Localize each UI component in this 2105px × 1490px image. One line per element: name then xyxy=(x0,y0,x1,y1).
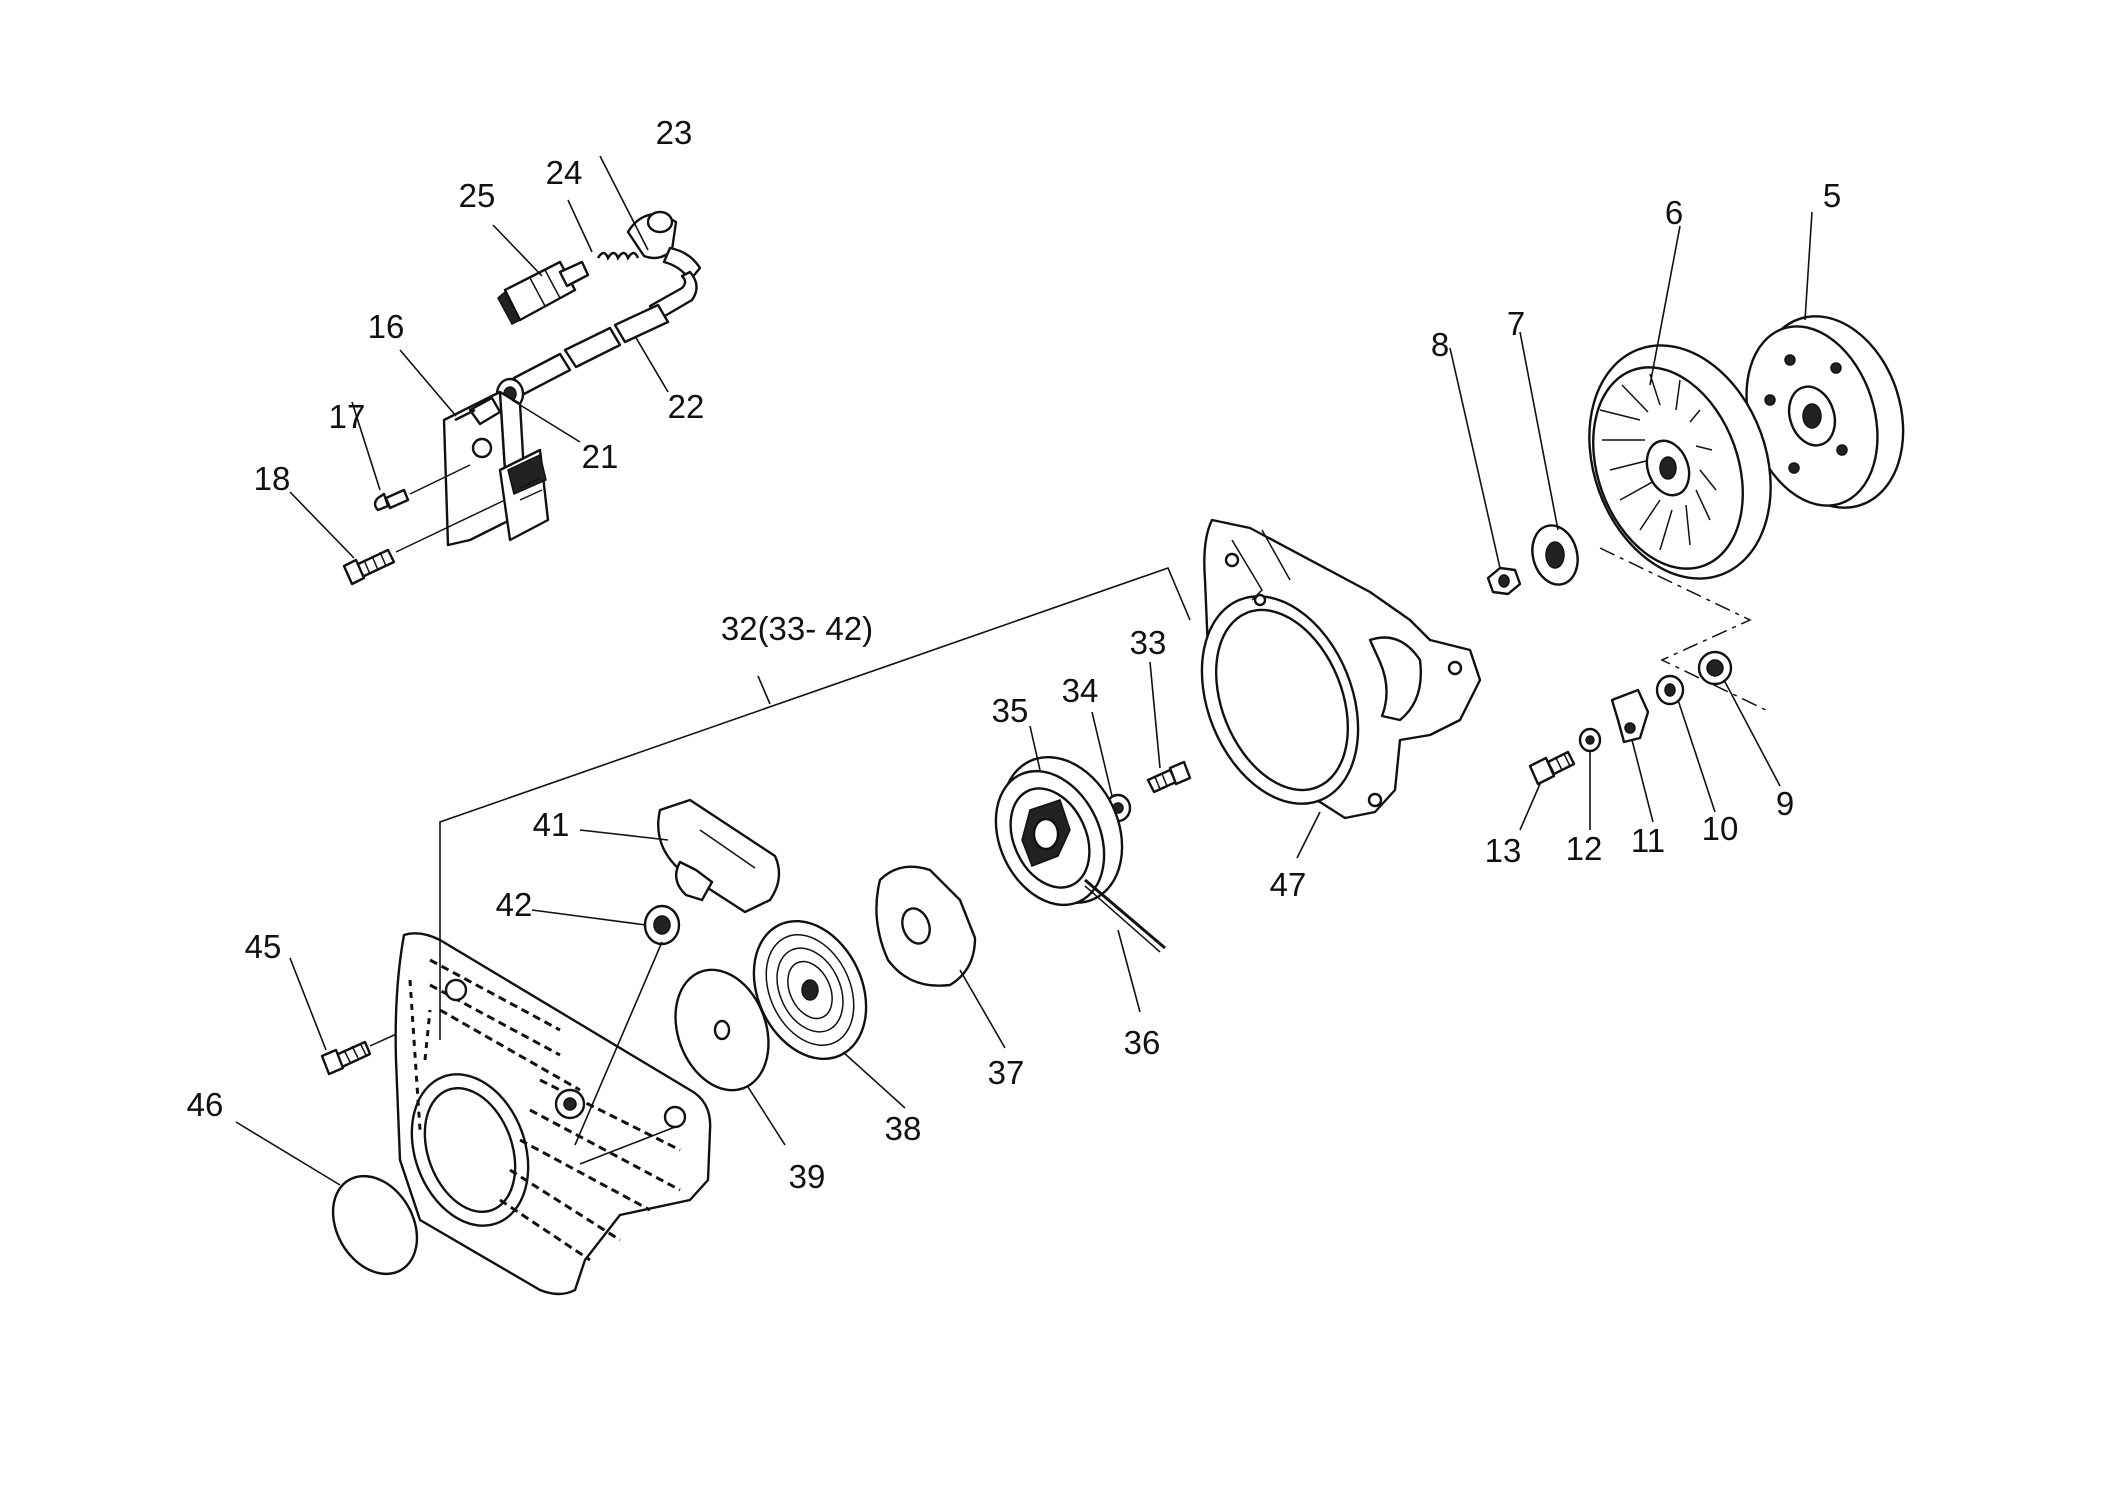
label-part-23: 23 xyxy=(656,114,693,151)
label-part-41: 41 xyxy=(533,806,570,843)
spring-part-24 xyxy=(596,251,640,261)
washer-part-7 xyxy=(1531,524,1579,586)
pawl-part-11 xyxy=(1610,688,1650,744)
label-part-5: 5 xyxy=(1823,177,1841,214)
screw-part-33 xyxy=(1146,760,1192,794)
label-part-9: 9 xyxy=(1776,785,1794,822)
label-part-45: 45 xyxy=(245,928,282,965)
washer-part-12 xyxy=(1578,727,1602,753)
label-part-24: 24 xyxy=(546,154,583,191)
plate-part-39 xyxy=(674,968,770,1092)
label-part-47: 47 xyxy=(1270,866,1307,903)
plate-part-37 xyxy=(875,865,977,987)
label-part-12: 12 xyxy=(1566,830,1603,867)
label-part-22: 22 xyxy=(668,388,705,425)
label-part-38: 38 xyxy=(885,1110,922,1147)
label-part-42: 42 xyxy=(496,886,533,923)
label-part-33: 33 xyxy=(1130,624,1167,661)
label-part-32-assembly: 32(33- 42) xyxy=(721,610,873,647)
label-part-34: 34 xyxy=(1062,672,1099,709)
label-part-35: 35 xyxy=(992,692,1029,729)
flywheel-part-6 xyxy=(1588,344,1772,580)
label-part-25: 25 xyxy=(459,177,496,214)
nut-part-9 xyxy=(1697,650,1733,686)
pulley-part-35 xyxy=(994,755,1124,907)
label-part-36: 36 xyxy=(1124,1024,1161,1061)
guide-part-42 xyxy=(643,904,681,946)
ht-lead-part-22 xyxy=(512,270,698,396)
nut-part-8 xyxy=(1486,566,1522,596)
label-part-7: 7 xyxy=(1507,305,1525,342)
label-part-13: 13 xyxy=(1485,832,1522,869)
label-part-21: 21 xyxy=(582,438,619,475)
bolt-part-45 xyxy=(320,1005,459,1076)
handle-part-41 xyxy=(657,798,781,914)
label-part-37: 37 xyxy=(988,1054,1025,1091)
spark-plug-part-25 xyxy=(497,260,590,325)
label-part-16: 16 xyxy=(368,308,405,345)
screw-part-17 xyxy=(373,464,471,512)
label-part-10: 10 xyxy=(1702,810,1739,847)
label-part-18: 18 xyxy=(254,460,291,497)
screw-part-18 xyxy=(342,499,506,586)
label-part-46: 46 xyxy=(187,1086,224,1123)
bolt-part-13 xyxy=(1528,750,1576,786)
label-part-8: 8 xyxy=(1431,326,1449,363)
starter-housing-part-32 xyxy=(394,932,712,1296)
label-part-6: 6 xyxy=(1665,194,1683,231)
spring-case-part-38 xyxy=(752,919,868,1061)
washer-part-10 xyxy=(1655,674,1685,706)
label-part-39: 39 xyxy=(789,1158,826,1195)
plug-cap-part-23 xyxy=(626,210,702,282)
fan-housing-part-47 xyxy=(1200,518,1482,820)
cover-disc-part-46 xyxy=(331,1174,419,1276)
label-part-11: 11 xyxy=(1631,822,1665,859)
label-part-17: 17 xyxy=(329,398,366,435)
rope-part-36 xyxy=(1084,878,1166,953)
ignition-coil-part-16 xyxy=(442,390,550,547)
